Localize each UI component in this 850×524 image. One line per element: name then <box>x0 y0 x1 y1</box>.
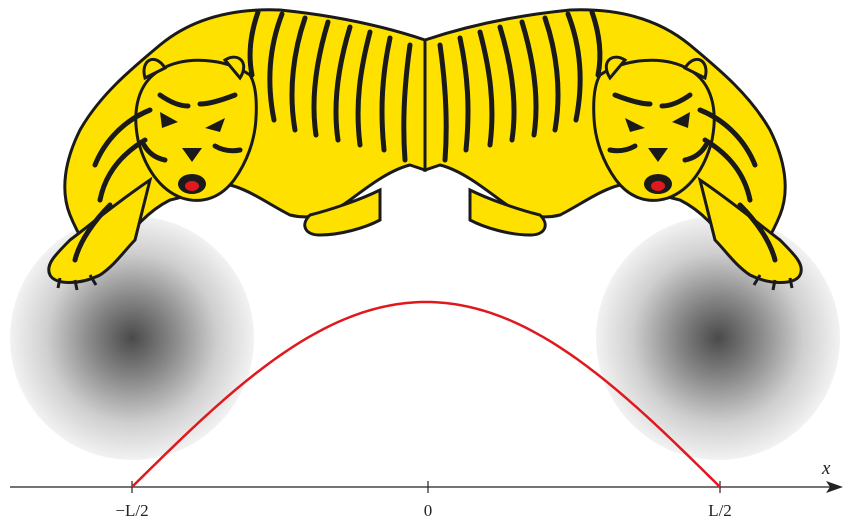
tick-label-zero: 0 <box>424 501 433 520</box>
gray-cloud-icon <box>596 216 840 460</box>
tiger-right-icon <box>425 10 801 290</box>
tick-label-half-l: L/2 <box>708 501 732 520</box>
tiger-left-icon <box>49 10 425 290</box>
tick-label-minus-half-l: −L/2 <box>115 501 148 520</box>
gray-cloud-icon <box>10 216 254 460</box>
axis-name-x: x <box>821 458 831 479</box>
wave-curve <box>131 300 721 488</box>
